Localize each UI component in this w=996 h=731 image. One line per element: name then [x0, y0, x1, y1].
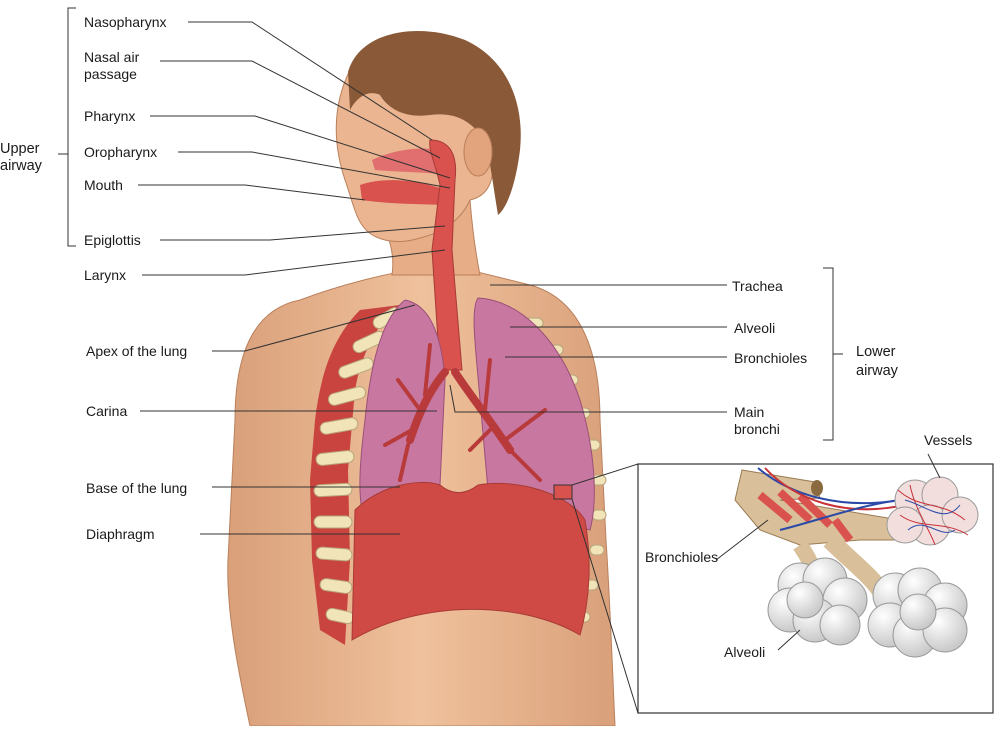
- hair: [348, 30, 521, 215]
- lower-airway-bracket: [823, 267, 843, 441]
- label-trachea: Trachea: [732, 278, 783, 294]
- oral-cavity: [360, 180, 445, 205]
- label-apex-of-lung: Apex of the lung: [86, 343, 188, 359]
- inset-callout-line-bottom: [571, 498, 639, 714]
- right-lung: [473, 297, 595, 531]
- label-mouth: Mouth: [84, 177, 123, 193]
- label-epiglottis: Epiglottis: [84, 232, 141, 248]
- group-lower-airway-line2: airway: [856, 363, 898, 379]
- label-pharynx: Pharynx: [84, 108, 136, 124]
- label-alveoli: Alveoli: [734, 320, 776, 336]
- label-vessels: Vessels: [924, 432, 973, 448]
- label-larynx: Larynx: [84, 267, 127, 283]
- group-upper-airway-line2: airway: [0, 158, 42, 174]
- ear: [463, 127, 493, 177]
- left-ribs: [310, 305, 402, 645]
- inset-vessels: [757, 467, 906, 531]
- label-base-of-lung: Base of the lung: [86, 480, 188, 496]
- label-bronchioles: Bronchioles: [734, 350, 808, 366]
- label-nasopharynx: Nasopharynx: [84, 14, 167, 30]
- label-nasal-air: Nasal air: [84, 49, 140, 65]
- label-diaphragm: Diaphragm: [86, 526, 155, 542]
- inset-callout-line-top: [571, 463, 639, 486]
- label-inset-alveoli: Alveoli: [724, 644, 766, 660]
- bronchial-tree: [383, 343, 547, 482]
- inset-marker: [553, 484, 573, 500]
- label-bronchi: bronchi: [734, 421, 780, 437]
- label-carina: Carina: [86, 403, 128, 419]
- capillary-net: [897, 484, 969, 546]
- nasal-cavity: [372, 148, 450, 175]
- group-upper-airway-line1: Upper: [0, 141, 40, 157]
- group-lower-airway-line1: Lower: [856, 344, 896, 360]
- label-main: Main: [734, 404, 765, 420]
- leader-lines: [138, 21, 941, 651]
- upper-airway-bracket: [58, 7, 76, 247]
- diaphragm: [351, 482, 590, 641]
- label-inset-bronchioles: Bronchioles: [645, 549, 719, 565]
- label-oropharynx: Oropharynx: [84, 144, 158, 160]
- label-nasal-passage: passage: [84, 66, 137, 82]
- alveolar-sacs: [767, 476, 979, 658]
- trachea: [429, 139, 463, 371]
